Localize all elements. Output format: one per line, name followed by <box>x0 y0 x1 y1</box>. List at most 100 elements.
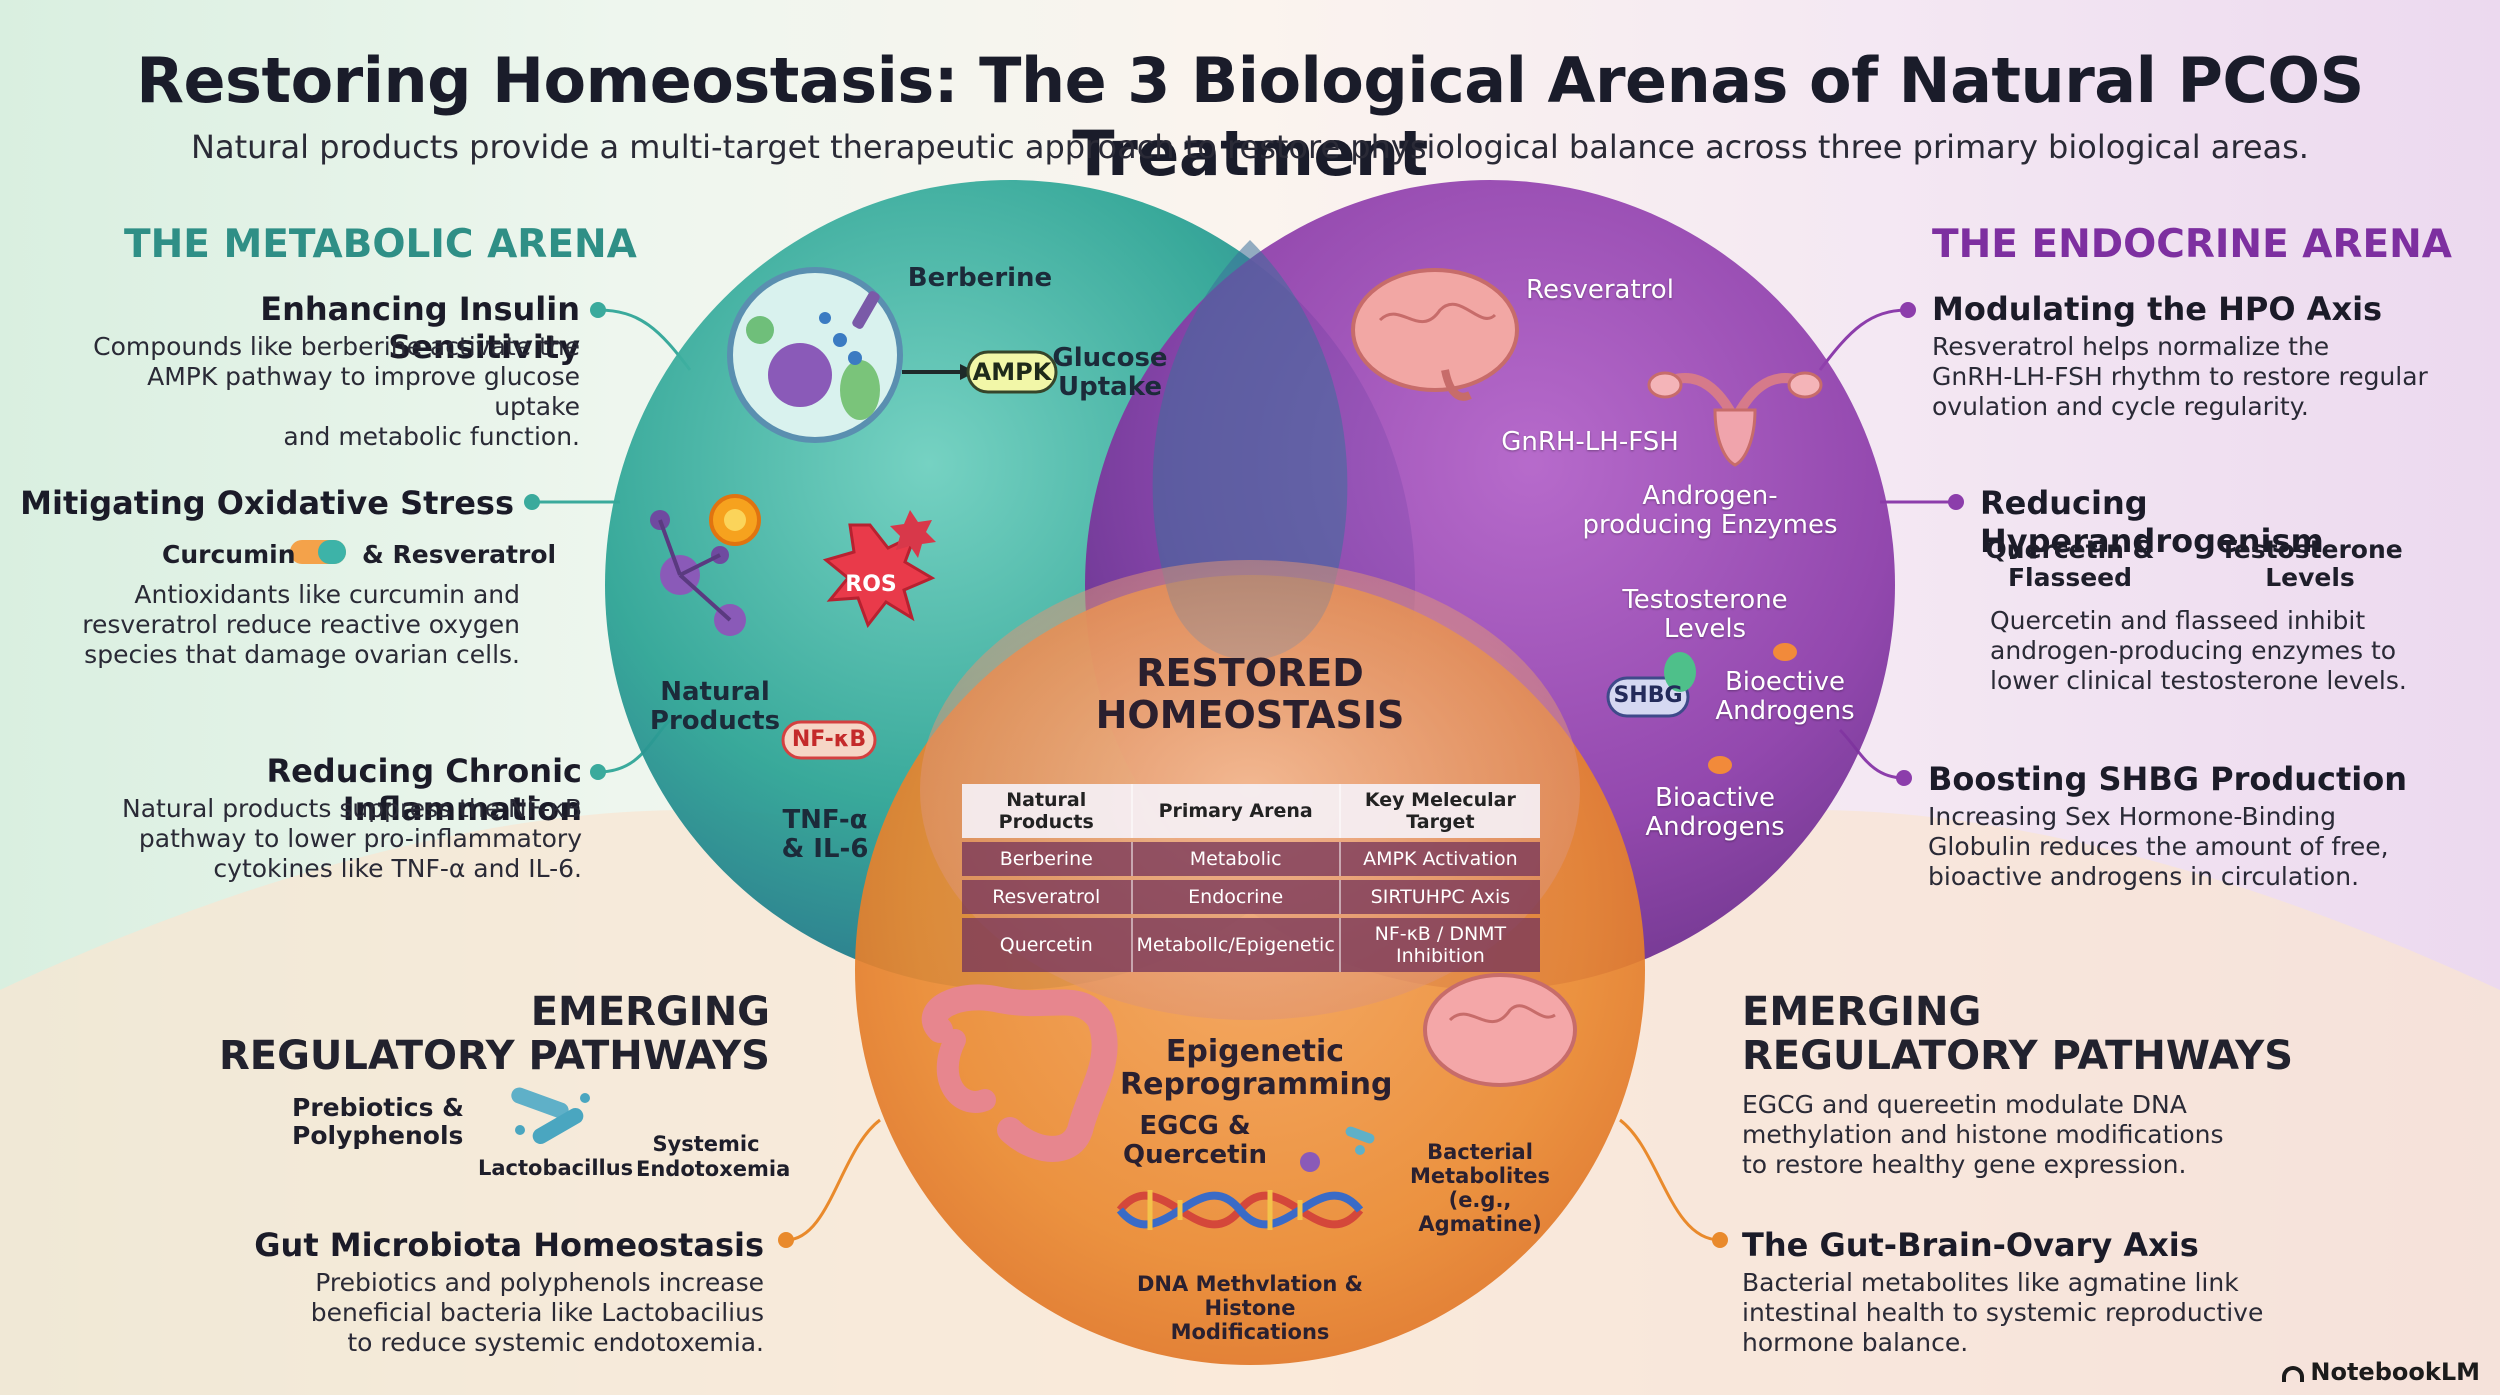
emerging-left-heading: EMERGING REGULATORY PATHWAYS <box>200 990 770 1078</box>
chronic-inflammation-text: Natural products suppress the NF-κB path… <box>60 794 582 884</box>
gut-brain-icon <box>1423 973 1577 1087</box>
text-line: to restore healthy gene expression. <box>1742 1150 2187 1179</box>
text-line: Levels <box>2265 563 2355 592</box>
text-line: producing Enzymes <box>1582 510 1838 540</box>
natural-products-label: Natural Products <box>640 678 790 736</box>
notebooklm-brand: NotebookLM <box>2282 1358 2480 1386</box>
hpo-axis-heading: Modulating the HPO Axis <box>1932 290 2383 328</box>
text-line: Bioactive <box>1655 783 1775 813</box>
testosterone-levels-label: Testosterone Levels <box>2220 535 2403 592</box>
metabolic-endocrine-overlap <box>1152 240 1348 660</box>
table-cell: Resveratrol <box>962 880 1131 914</box>
dna-methylation-label: DNA Methvlation & Histone Modifications <box>1130 1272 1370 1344</box>
bioactive-androgens-label: Bioactive Androgens <box>1640 784 1790 842</box>
text-line: cytokines like TNF-α and IL-6. <box>213 854 582 883</box>
text-line: Metabolites <box>1410 1164 1550 1188</box>
capsule-icon <box>288 536 348 566</box>
text-line: TNF-α <box>782 805 868 835</box>
text-line: Prebiotics & <box>292 1093 464 1122</box>
text-line: Antioxidants like curcumin and <box>134 580 520 609</box>
endocrine-arena-heading: THE ENDOCRINE ARENA <box>1932 222 2452 267</box>
resveratrol-circle-label: Resveratrol <box>1526 275 1674 305</box>
shbg-protein-icon <box>1664 652 1696 692</box>
text-line: Testosterone <box>2220 535 2403 564</box>
table-cell: NF-κB / DNMT Inhibition <box>1338 918 1540 972</box>
text-line: Quercetin and flasseed inhibit <box>1990 606 2366 635</box>
metabolite-particle-icon <box>1300 1152 1320 1172</box>
glucose-uptake-label: Glucose Uptake <box>1050 344 1170 402</box>
text-line: to reduce systemic endotoxemia. <box>347 1328 764 1357</box>
dna-helix-icon <box>1116 1190 1364 1230</box>
text-line: species that damage ovarian cells. <box>84 640 520 669</box>
text-line: & IL-6 <box>781 834 869 864</box>
epigenetic-label: Epigenetic Reprogramming <box>1120 1035 1392 1101</box>
text-line: and metabolic function. <box>283 422 580 451</box>
androgen-molecule-icon-2 <box>1708 756 1732 774</box>
text-line: Quercetin & <box>1985 535 2155 564</box>
text-line: Compounds like berberine activate the <box>93 332 580 361</box>
text-line: pathway to lower pro-inflammatory <box>138 824 582 853</box>
hyperandrogenism-heading: Reducing Hyperandrogenism <box>1980 484 2324 560</box>
text-line: Glucose <box>1052 343 1168 373</box>
table-cell: Berberine <box>962 842 1131 876</box>
androgen-enzymes-label: Androgen- producing Enzymes <box>1580 482 1840 540</box>
text-line: methylation and histone modifications <box>1742 1120 2224 1149</box>
ros-label: ROS <box>845 572 897 597</box>
cell-icon <box>727 267 903 443</box>
berberine-label: Berberine <box>907 263 1053 293</box>
text-line: Prebiotics and polyphenols increase <box>315 1268 764 1297</box>
text-line: Polyphenols <box>292 1121 464 1150</box>
table-header-cell: Natural Products <box>962 784 1131 838</box>
oxidative-stress-text: Antioxidants like curcumin and resveratr… <box>20 580 520 670</box>
table-cell: Metabolic <box>1130 842 1339 876</box>
text-line: ovulation and cycle regularity. <box>1932 392 2309 421</box>
table-row: Resveratrol Endocrine SIRTUHPC Axis <box>962 880 1540 914</box>
brain-icon <box>1351 268 1519 401</box>
metabolic-arena-heading: THE METABOLIC ARENA <box>124 222 637 267</box>
text-line: Endotoxemia <box>636 1157 791 1181</box>
text-line: lower clinical testosterone levels. <box>1990 666 2407 695</box>
shbg-production-heading: Boosting SHBG Production <box>1928 760 2408 798</box>
quercetin-flasseed-label: Quercetin & Flasseed <box>1980 536 2160 592</box>
ros-small-icon <box>890 510 936 558</box>
text-line: Bioective <box>1724 667 1846 697</box>
gut-microbiota-heading: Gut Microbiota Homeostasis <box>254 1226 764 1264</box>
text-line: EGCG & <box>1139 1111 1251 1141</box>
tnf-il6-label: TNF-α & IL-6 <box>770 806 880 864</box>
text-line: resveratrol reduce reactive oxygen <box>82 610 520 639</box>
text-line: EMERGING <box>530 989 770 1035</box>
page-title: Restoring Homeostasis: The 3 Biological … <box>136 44 2364 190</box>
table-header-cell: Primary Arena <box>1130 784 1339 838</box>
text-line: intestinal health to systemic reproducti… <box>1742 1298 2264 1327</box>
text-line: HOMEOSTASIS <box>1095 693 1405 737</box>
insulin-sensitivity-heading: Enhancing Insulin Sensitivity <box>260 290 580 366</box>
text-line: Androgens <box>1715 696 1855 726</box>
table-header-cell: Key Melecular Target <box>1338 784 1540 838</box>
nfkb-label: NF-κB <box>791 727 867 752</box>
bacterial-metabolites-label: Bacterial Metabolites (e.g., Agmatine) <box>1390 1140 1570 1236</box>
text-line: REGULATORY PATHWAYS <box>218 1033 770 1079</box>
curcumin-label: Curcumin <box>162 540 296 569</box>
text-line: bioactive androgens in circulation. <box>1928 862 2360 891</box>
intestine-icon <box>921 984 1118 1162</box>
nfkb-badge <box>781 720 877 760</box>
brand-label: NotebookLM <box>2310 1358 2480 1386</box>
connector-dots <box>524 302 1964 1248</box>
table-cell: AMPK Activation <box>1338 842 1540 876</box>
resveratrol-label: & Resveratrol <box>362 540 557 569</box>
text-line: RESTORED <box>1136 651 1364 695</box>
text-line: Products <box>649 706 781 736</box>
text-line: Androgen- <box>1642 481 1778 511</box>
text-line: EGCG and quereetin modulate DNA <box>1742 1090 2187 1119</box>
text-line: AMPK pathway to improve glucose uptake <box>147 362 580 421</box>
text-line: Flasseed <box>2007 563 2133 592</box>
table-cell: Endocrine <box>1130 880 1339 914</box>
testosterone-circle-label: Testosterone Levels <box>1622 585 1788 644</box>
shbg-production-text: Increasing Sex Hormone-Binding Globulin … <box>1928 802 2389 892</box>
text-line: androgen-producing enzymes to <box>1990 636 2397 665</box>
egcg-quercetin-label: EGCG & Quercetin <box>1120 1112 1270 1170</box>
gut-bacteria-small-icon <box>1345 1126 1375 1155</box>
table-row: Berberine Metabolic AMPK Activation <box>962 842 1540 876</box>
gnrh-label: GnRH-LH-FSH <box>1501 427 1679 457</box>
